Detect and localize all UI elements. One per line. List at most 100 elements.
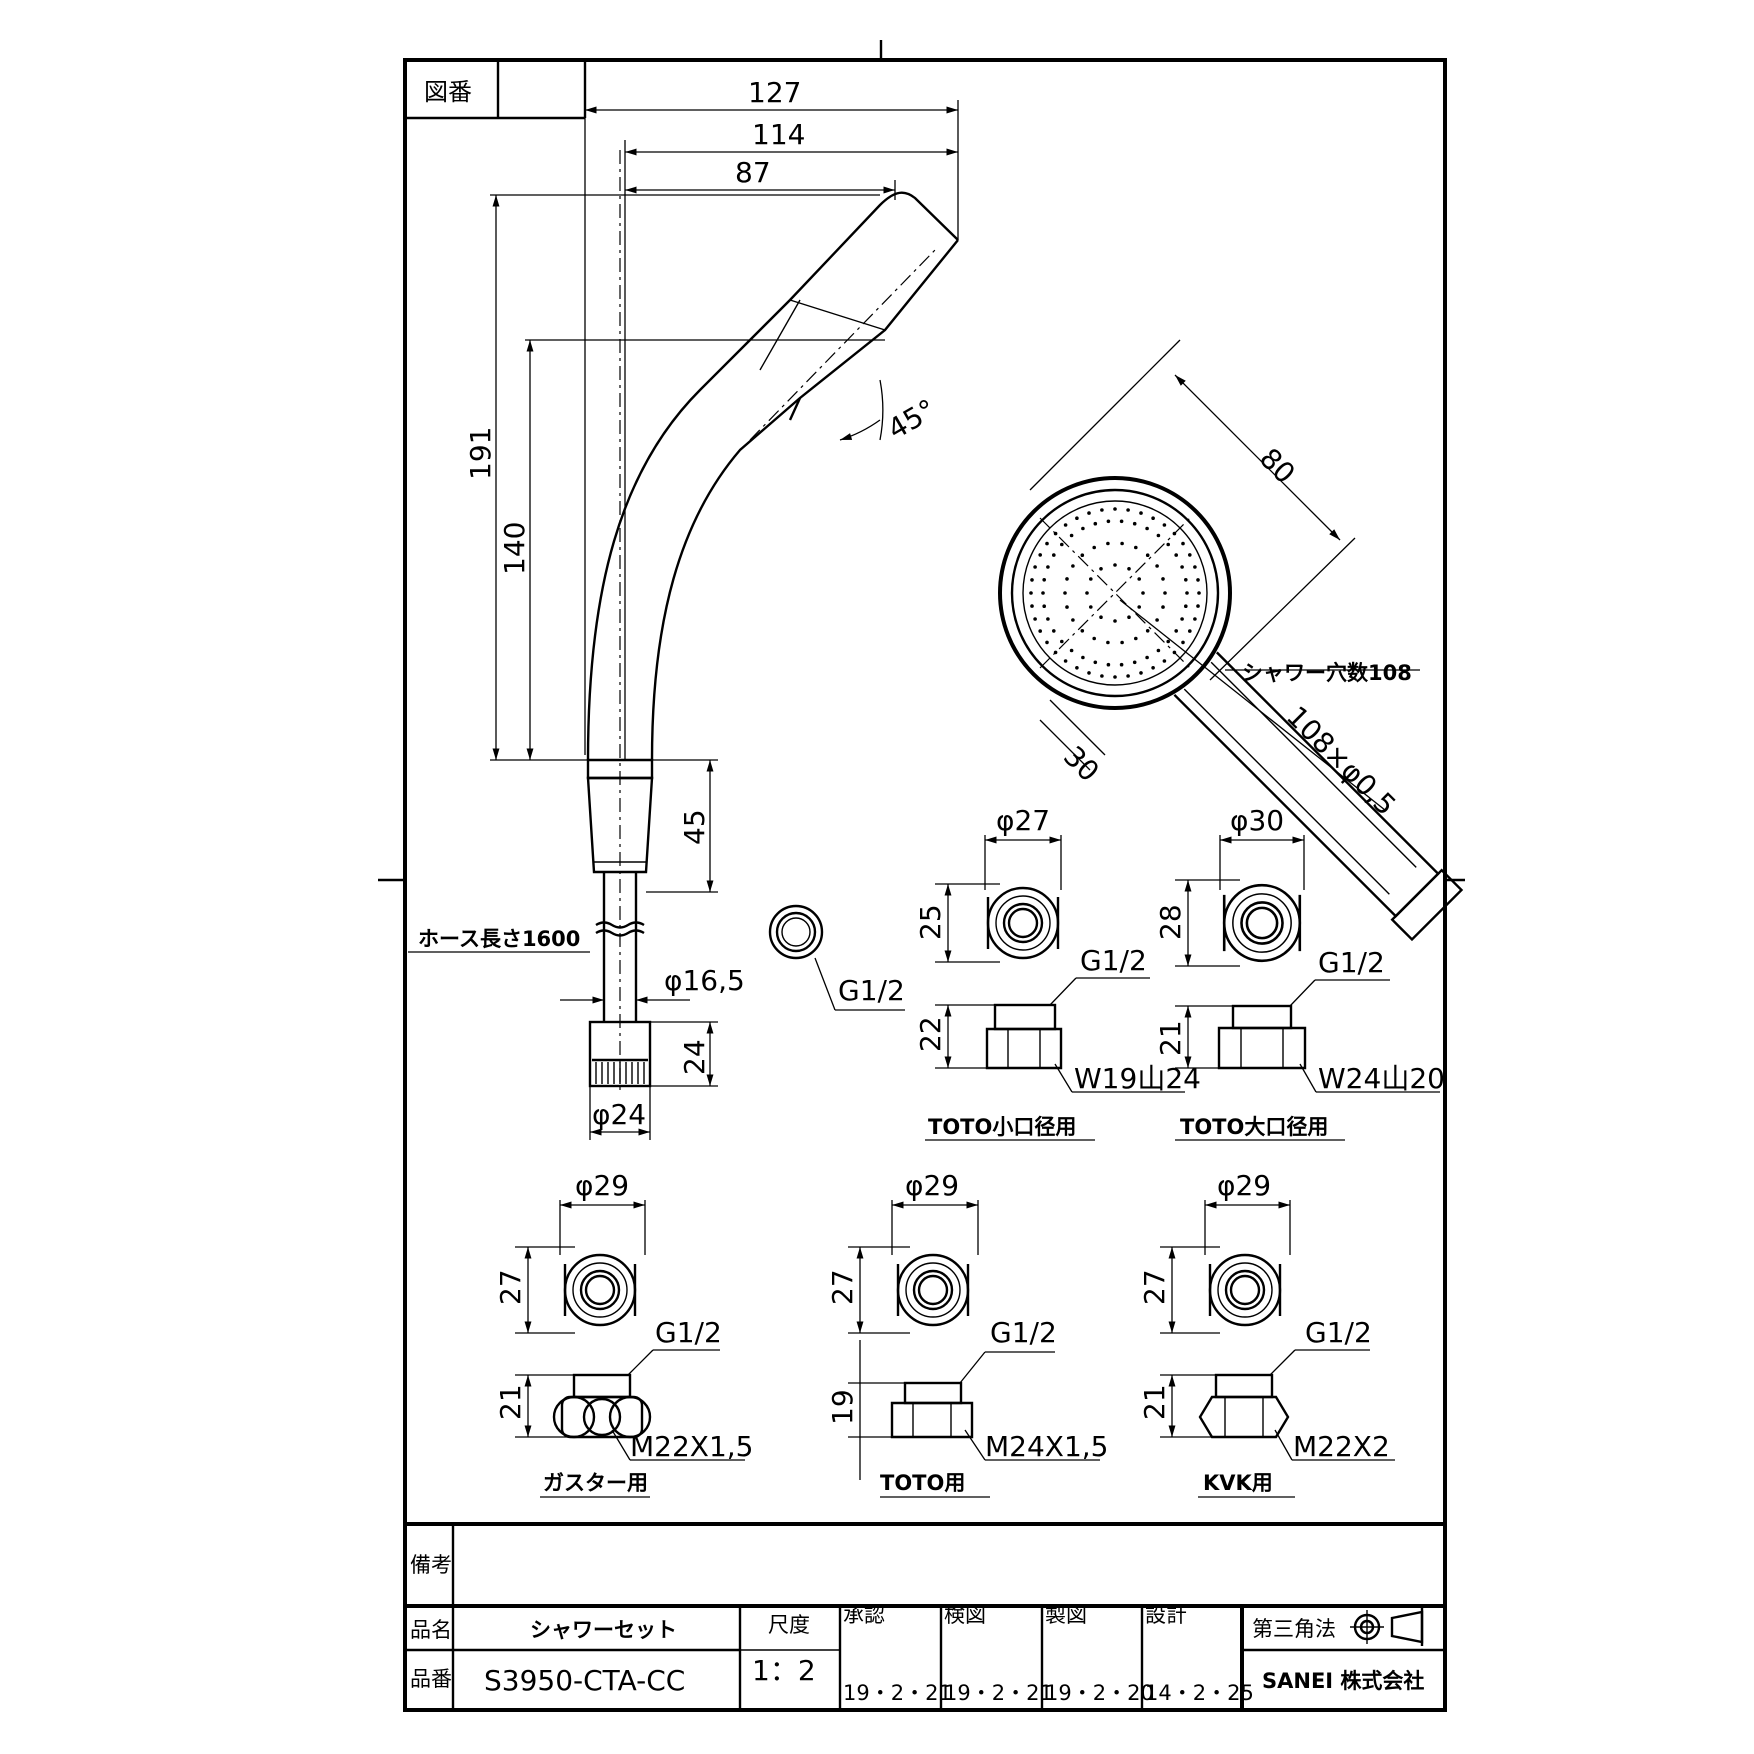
shower-hole <box>1196 578 1200 582</box>
shower-hole <box>1119 662 1124 667</box>
company-name: SANEI 株式会社 <box>1262 1669 1424 1693</box>
shower-hole <box>1156 648 1161 653</box>
adapter-2-use: TOTO大口径用 <box>1180 1115 1328 1139</box>
shower-hole <box>1106 519 1111 524</box>
adapter-1-use: TOTO小口径用 <box>928 1115 1076 1139</box>
dim-height-total: 191 <box>464 427 497 480</box>
shower-hole <box>1099 615 1103 619</box>
shower-hole <box>1075 516 1079 520</box>
shower-hole <box>1174 629 1178 633</box>
shower-hole <box>1161 605 1165 609</box>
scale-label: 尺度 <box>768 1613 810 1637</box>
shower-hole <box>1141 591 1145 595</box>
adapter-3-height: 27 <box>494 1269 527 1305</box>
shower-hole <box>1053 531 1058 536</box>
shower-hole <box>1071 618 1075 622</box>
drawing-no-label: 図番 <box>424 78 472 106</box>
shower-hole <box>1156 533 1161 538</box>
shower-head-side-view <box>586 150 959 1090</box>
adapter-4-dia: φ29 <box>905 1169 959 1202</box>
shower-hole <box>1184 578 1188 582</box>
adapter-1-height: 25 <box>914 904 947 940</box>
shower-hole <box>1099 567 1103 571</box>
adapter-1-spec: W19山24 <box>1074 1062 1201 1095</box>
shower-hole <box>1145 553 1150 557</box>
shower-hole <box>1137 605 1141 609</box>
adapter-gastar <box>515 1200 745 1498</box>
shower-hole <box>1106 640 1110 645</box>
drawn-label: 製図 <box>1045 1603 1087 1627</box>
adapter-1-side-height: 22 <box>914 1016 947 1052</box>
shower-hole <box>1139 511 1143 515</box>
dim-handle-width: 30 <box>1057 740 1106 789</box>
title-block <box>405 1522 1445 1710</box>
shower-hole <box>1063 659 1068 663</box>
shower-hole <box>1045 541 1049 546</box>
shower-hole <box>1132 521 1137 526</box>
adapter-5-use: KVK用 <box>1203 1471 1273 1495</box>
shower-hole <box>1093 660 1098 665</box>
approved-date: 19・2・21 <box>843 1681 952 1705</box>
shower-hole <box>1126 508 1130 512</box>
shower-hole <box>1106 662 1111 667</box>
shower-hole <box>1069 648 1074 653</box>
dim-nut-height: 24 <box>678 1039 711 1075</box>
shower-hole <box>1162 523 1167 527</box>
drawn-date: 19・2・20 <box>1045 1681 1154 1705</box>
shower-hole <box>1065 605 1069 609</box>
part-no: S3950-CTA-CC <box>484 1664 685 1697</box>
dim-height-inner: 140 <box>498 522 531 575</box>
shower-hole <box>1180 565 1184 569</box>
adapter-toto-large <box>1175 835 1440 1141</box>
shower-hole <box>1089 577 1093 581</box>
shower-hole <box>1069 533 1074 538</box>
shower-hole <box>1126 674 1130 678</box>
dim-width-mid: 114 <box>752 118 805 151</box>
shower-hole <box>1162 659 1167 663</box>
adapter-toto-small <box>925 835 1185 1141</box>
shower-hole <box>1038 629 1042 633</box>
dim-thread: G1/2 <box>838 974 905 1007</box>
shower-hole <box>1127 567 1131 571</box>
shower-hole <box>1038 553 1042 557</box>
shower-hole <box>1193 565 1197 569</box>
shower-holes <box>1029 507 1201 679</box>
shower-hole <box>1145 526 1149 531</box>
shower-hole <box>1193 617 1197 621</box>
shower-hole <box>1046 565 1050 569</box>
checked-date: 19・2・21 <box>944 1681 1053 1705</box>
shower-hole <box>1089 605 1093 609</box>
design-date: 14・2・25 <box>1145 1681 1254 1705</box>
shower-hole <box>1052 553 1056 557</box>
product-name: シャワーセット <box>530 1618 677 1642</box>
shower-hole <box>1080 553 1085 557</box>
shower-hole <box>1137 577 1141 581</box>
adapter-4-side-height: 19 <box>826 1389 859 1425</box>
remarks-label: 備考 <box>410 1553 452 1577</box>
shower-hole <box>1113 675 1117 679</box>
shower-hole <box>1033 565 1037 569</box>
dim-connector-height: 45 <box>678 809 711 845</box>
shower-hole <box>1185 591 1189 595</box>
shower-hole <box>1172 650 1177 655</box>
shower-hole <box>1174 553 1178 557</box>
shower-hole <box>1145 629 1150 633</box>
shower-hole <box>1063 523 1068 527</box>
adapter-4-spec: M24X1,5 <box>985 1430 1109 1463</box>
shower-hole <box>1139 671 1143 675</box>
scale-value: 1：2 <box>752 1654 816 1687</box>
adapter-5-thread: G1/2 <box>1305 1316 1372 1349</box>
drawing-frame <box>378 40 1465 1712</box>
adapter-3-dia: φ29 <box>575 1169 629 1202</box>
shower-hole <box>1134 545 1138 550</box>
holes-label: シャワー穴数108 <box>1242 661 1412 685</box>
dim-width-total: 127 <box>748 76 801 109</box>
adapter-3-use: ガスター用 <box>543 1471 648 1495</box>
shower-hole <box>1042 604 1046 608</box>
shower-hole <box>1085 591 1089 595</box>
shower-hole <box>1120 541 1124 546</box>
shower-hole <box>1166 639 1170 644</box>
shower-hole <box>1127 615 1131 619</box>
shower-hole <box>1080 629 1085 633</box>
